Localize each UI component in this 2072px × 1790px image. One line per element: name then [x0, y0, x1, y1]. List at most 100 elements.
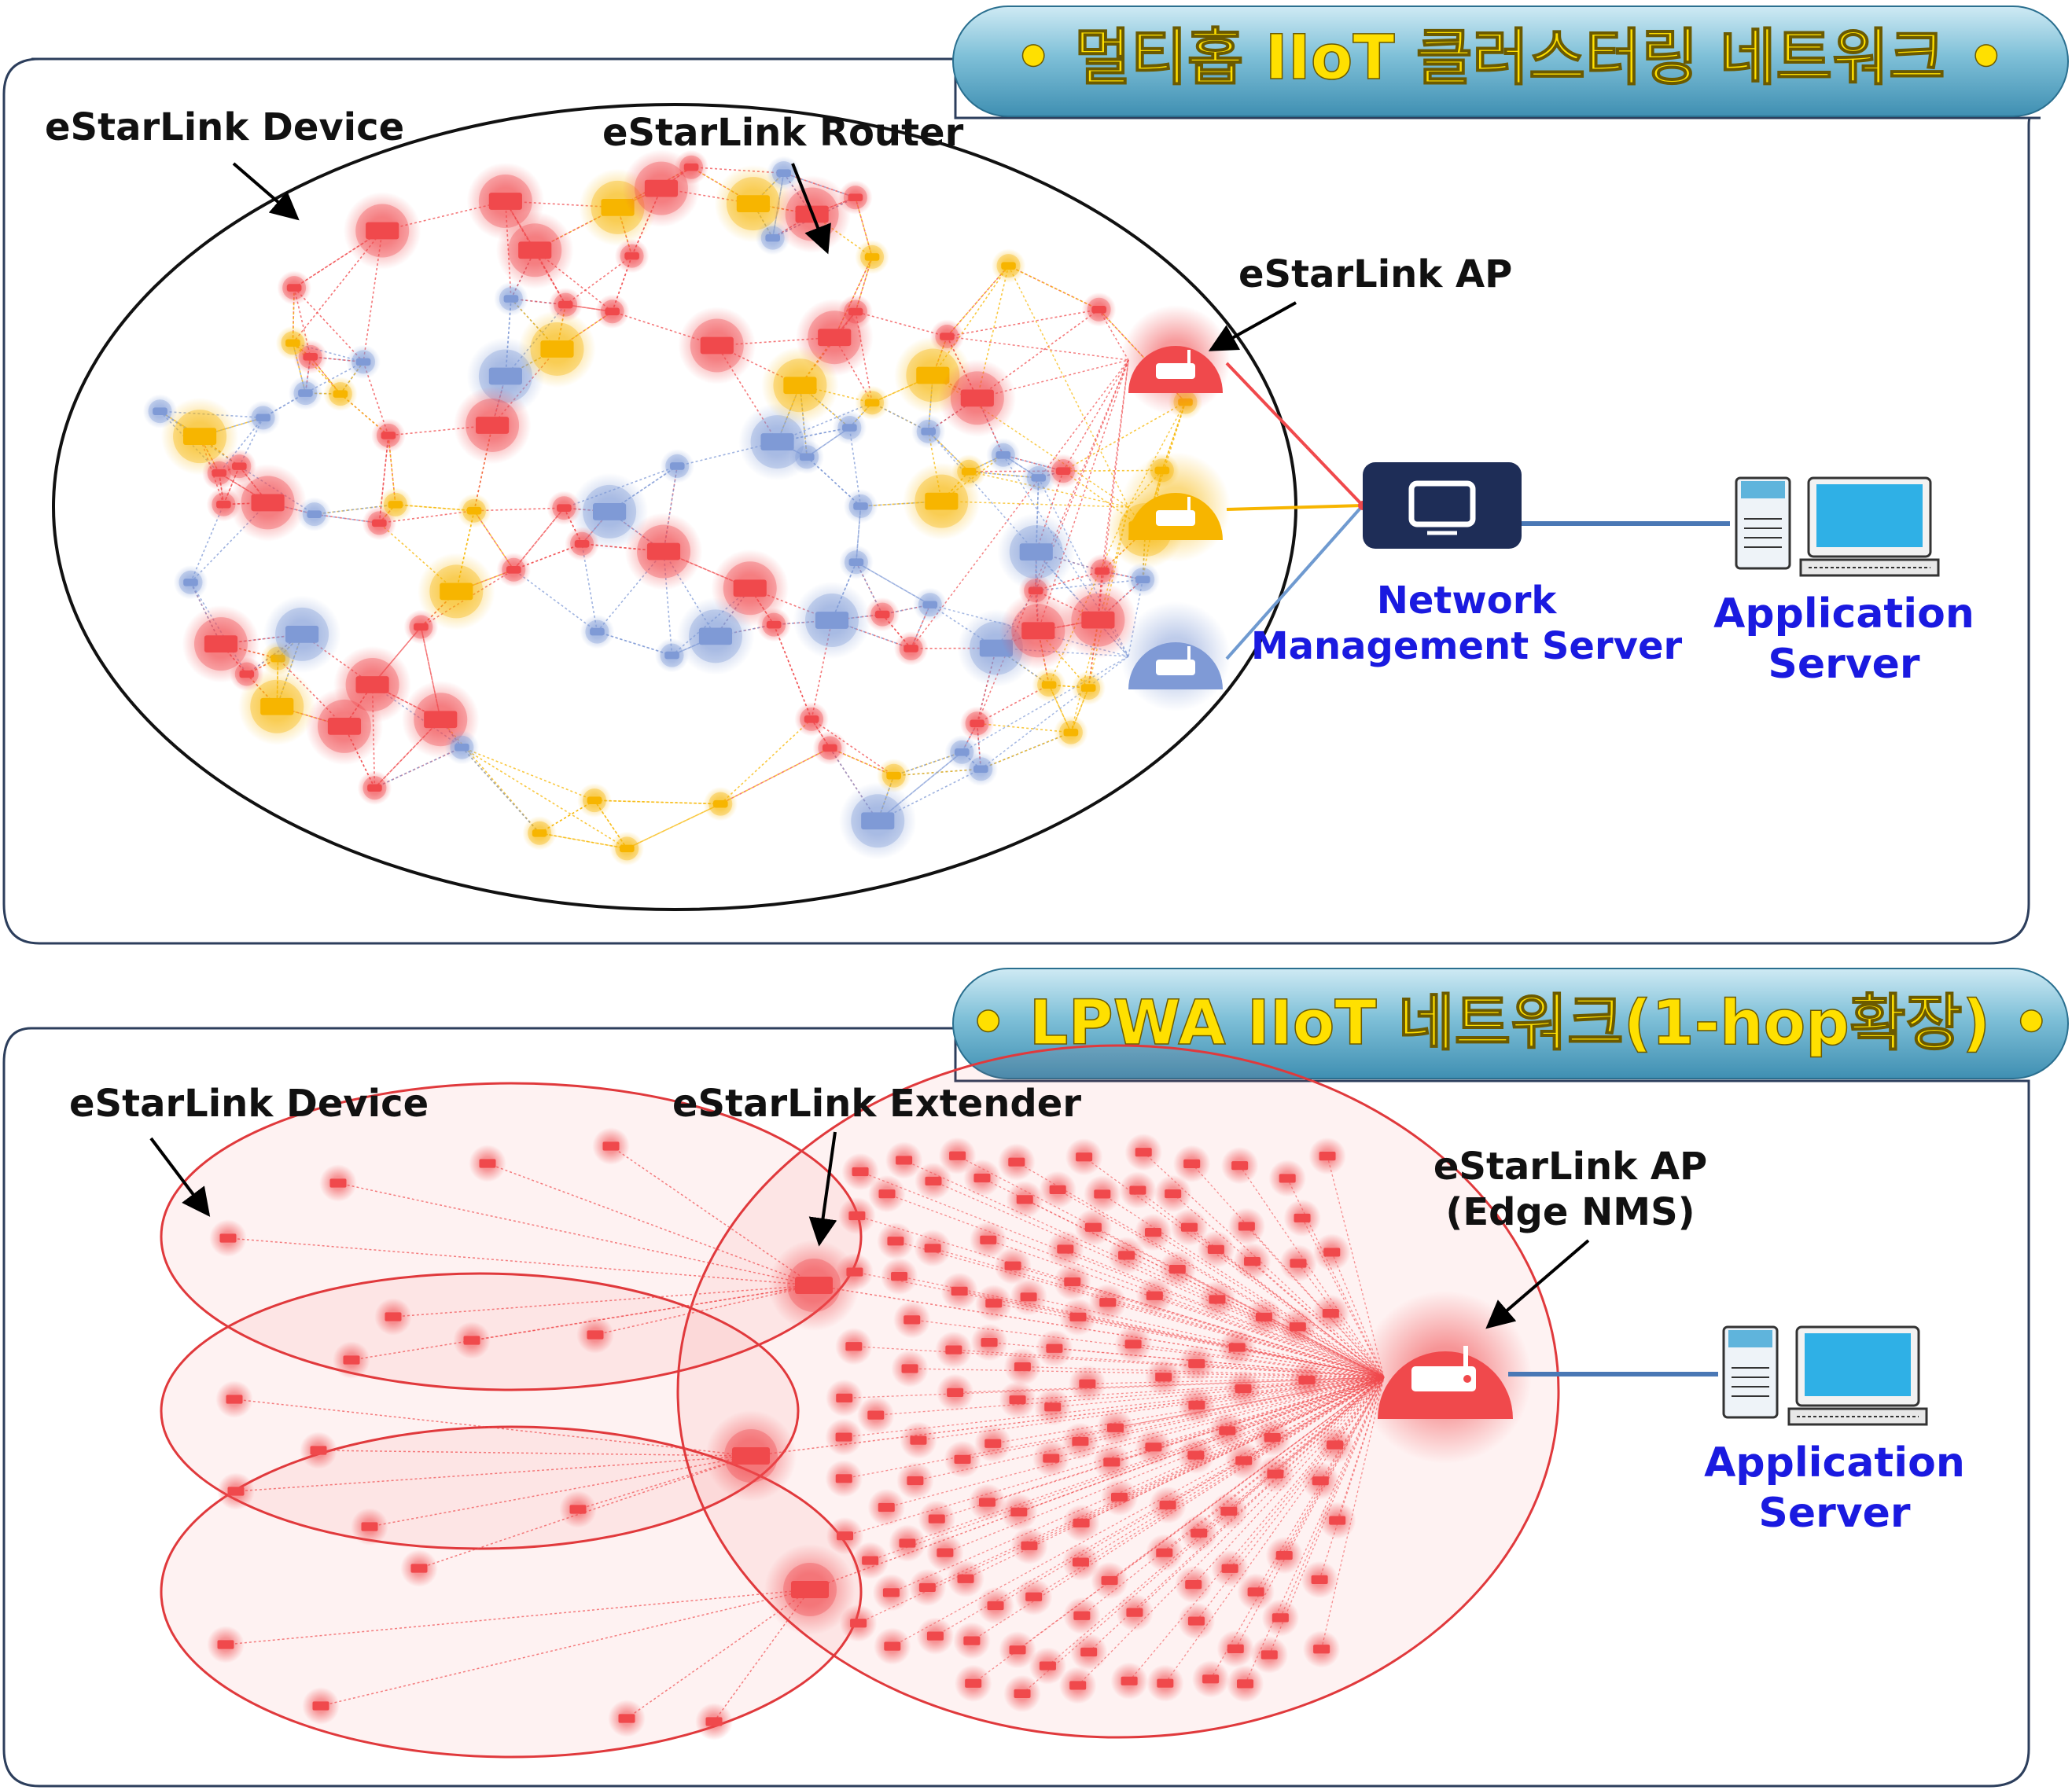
router-icon — [1156, 510, 1195, 526]
star-link — [1210, 1376, 1385, 1680]
router-icon — [1124, 1340, 1142, 1349]
device-node — [1058, 1667, 1097, 1704]
router-icon — [488, 193, 522, 210]
star-link — [1057, 1189, 1385, 1378]
router-icon — [835, 1474, 852, 1483]
router-icon — [1008, 1157, 1025, 1167]
router-icon — [886, 771, 901, 780]
mesh-node — [343, 192, 421, 270]
router-icon — [1221, 1564, 1238, 1573]
router-icon — [1072, 1557, 1089, 1567]
star-link — [845, 1376, 1385, 1537]
extender-zone-2 — [160, 1272, 800, 1550]
router-icon — [864, 399, 880, 407]
router-icon — [646, 542, 681, 561]
device-node — [914, 1229, 951, 1267]
device-node — [1224, 1369, 1262, 1408]
device-node — [1178, 1386, 1216, 1424]
router-icon — [836, 1393, 853, 1402]
device-node — [900, 1421, 937, 1459]
device-node — [889, 1524, 926, 1562]
device-node — [1065, 1138, 1103, 1176]
router-icon — [947, 1388, 964, 1397]
star-link — [369, 1455, 752, 1527]
bottom-title: • LPWA IIoT 네트워크(1-hop확장) • — [969, 988, 2051, 1059]
extender-zone-1 — [160, 1082, 863, 1391]
device-node — [1154, 1174, 1192, 1213]
router-icon — [219, 1233, 237, 1243]
device-node — [838, 1196, 876, 1235]
ap-blue — [1121, 601, 1231, 711]
router-icon — [1144, 1228, 1161, 1237]
star-link — [1275, 1376, 1385, 1475]
mesh-link — [513, 569, 598, 633]
star-link — [1195, 1376, 1385, 1622]
device-node — [1218, 1329, 1257, 1366]
mesh-node — [444, 730, 480, 765]
device-node — [918, 1500, 956, 1538]
arrow-extender — [808, 1131, 837, 1247]
router-icon — [1095, 567, 1110, 575]
router-icon — [256, 414, 271, 422]
star-link — [870, 1376, 1385, 1561]
device-label: eStarLink Device — [45, 105, 404, 149]
device-node — [856, 1396, 895, 1434]
router-icon — [984, 1439, 1002, 1448]
mesh-node — [903, 462, 981, 540]
router-icon — [503, 295, 519, 303]
device-node — [1062, 1422, 1099, 1461]
router-icon — [329, 1178, 347, 1188]
router-icon — [1094, 1189, 1111, 1199]
star-link — [1228, 1376, 1385, 1512]
mesh-node — [594, 294, 630, 329]
device-node — [1170, 1208, 1209, 1246]
device-node — [300, 1432, 337, 1469]
router-icon — [587, 1330, 604, 1340]
router-icon — [1019, 543, 1053, 561]
app-label-bottom-2: Server — [1758, 1490, 1911, 1537]
router-icon — [896, 1156, 913, 1165]
star-link — [886, 1376, 1385, 1509]
device-node — [835, 1327, 873, 1365]
device-node — [851, 1542, 889, 1579]
router-icon — [949, 1151, 966, 1160]
router-icon — [733, 579, 767, 597]
device-node — [825, 1418, 863, 1456]
router-icon — [732, 1447, 770, 1465]
mesh-node — [660, 449, 695, 483]
router-icon — [1156, 1548, 1173, 1557]
router-icon — [795, 1277, 833, 1294]
router-icon — [355, 676, 389, 693]
star-link — [1337, 1376, 1385, 1521]
device-node — [1135, 1428, 1172, 1466]
device-node — [915, 1162, 952, 1200]
router-icon — [1188, 1400, 1205, 1410]
router-icon — [182, 428, 217, 446]
router-icon — [1103, 1457, 1121, 1467]
router-icon — [1311, 1575, 1328, 1585]
device-node — [1283, 1199, 1321, 1237]
star-link — [1134, 1376, 1385, 1613]
router-icon — [891, 1272, 908, 1281]
star-link — [935, 1376, 1385, 1637]
extender-node — [768, 1240, 859, 1331]
router-icon — [1157, 1678, 1174, 1688]
star-link — [973, 1376, 1385, 1684]
arrow-edge-ap — [1485, 1239, 1590, 1329]
router-icon — [945, 1345, 962, 1354]
device-node — [1092, 1443, 1131, 1481]
router-icon — [1159, 1500, 1176, 1510]
router-icon — [1021, 1541, 1038, 1550]
device-node — [963, 1159, 1001, 1197]
device-node — [999, 1631, 1036, 1669]
mesh-node — [1054, 715, 1088, 750]
router-icon — [1069, 1681, 1087, 1690]
device-node — [1257, 1455, 1294, 1493]
nms-label-1: Network — [1377, 579, 1558, 623]
router-icon — [1191, 1528, 1208, 1538]
device-node — [825, 1460, 863, 1498]
router-icon — [1244, 1257, 1261, 1266]
router-icon — [791, 1581, 829, 1598]
mesh-node — [1071, 671, 1106, 705]
device-node — [926, 1534, 964, 1571]
